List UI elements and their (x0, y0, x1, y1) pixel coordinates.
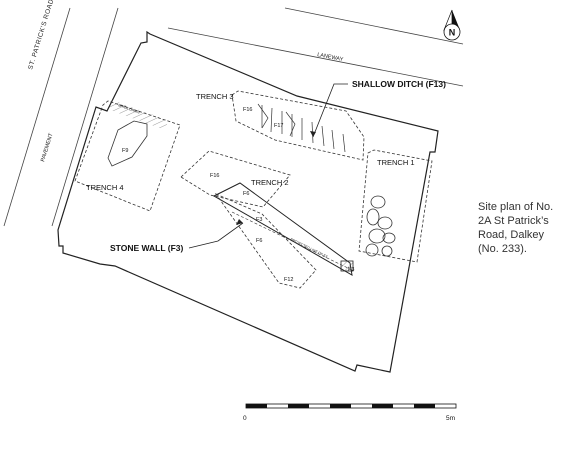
brick-drain (108, 100, 169, 130)
scale-end-label: 5m (446, 415, 455, 422)
feature-f3-wall: F3 (256, 217, 262, 223)
stone-cluster (365, 195, 396, 257)
feature-f6-south: F6 (256, 238, 262, 244)
ditch-callout-label: SHALLOW DITCH (F13) (352, 79, 446, 89)
trench-2-extension (214, 193, 317, 289)
caption-line-4: (No. 233). (478, 243, 527, 255)
feature-f9: F9 (122, 148, 128, 154)
scale-start-label: 0 (243, 415, 247, 422)
ditch-arrow-icon (310, 131, 316, 137)
street-label-road: ST. PATRICK'S ROAD (27, 0, 55, 71)
street-lines (3, 7, 464, 227)
north-arrow-icon: N (443, 9, 461, 41)
brick-drain-label: BRICK DRAIN (118, 103, 141, 115)
feature-f16-trench2: F16 (210, 173, 219, 179)
trench-4-label: TRENCH 4 (86, 183, 124, 192)
wall-end (340, 260, 354, 272)
feature-f3-end: F3 (348, 267, 354, 273)
site-boundary (57, 30, 439, 373)
trench-2 (180, 150, 291, 208)
trench-2-label: TRENCH 2 (251, 178, 289, 187)
street-label-laneway: LANEWAY (317, 52, 344, 63)
feature-f12: F12 (284, 277, 293, 283)
wall-callout-label: STONE WALL (F3) (110, 243, 184, 253)
figure-caption: Site plan of No. 2A St Patrick’s Road, D… (478, 200, 564, 256)
trench-4 (74, 100, 181, 212)
feature-f9-outline (107, 120, 148, 167)
scale-bar: 0 5m (243, 403, 457, 422)
trench-1-label: TRENCH 1 (377, 158, 415, 167)
feature-f6-north: F6 (243, 191, 249, 197)
projected-line-f3 (231, 211, 353, 271)
caption-line-1: Site plan of No. (478, 201, 554, 213)
caption-line-2: 2A St Patrick’s (478, 215, 549, 227)
street-label-pavement: PAVEMENT (40, 132, 55, 163)
feature-f16-trench3: F16 (243, 107, 252, 113)
feature-f17: F17 (274, 123, 283, 129)
callout-leaders (188, 83, 348, 249)
north-label: N (449, 28, 456, 38)
trench-3 (231, 90, 365, 161)
shallow-ditch-hatching (257, 103, 346, 153)
trench-1 (358, 149, 433, 263)
trench-3-label: TRENCH 3 (196, 92, 234, 101)
wall-arrow-icon (236, 219, 243, 225)
caption-line-3: Road, Dalkey (478, 229, 545, 241)
